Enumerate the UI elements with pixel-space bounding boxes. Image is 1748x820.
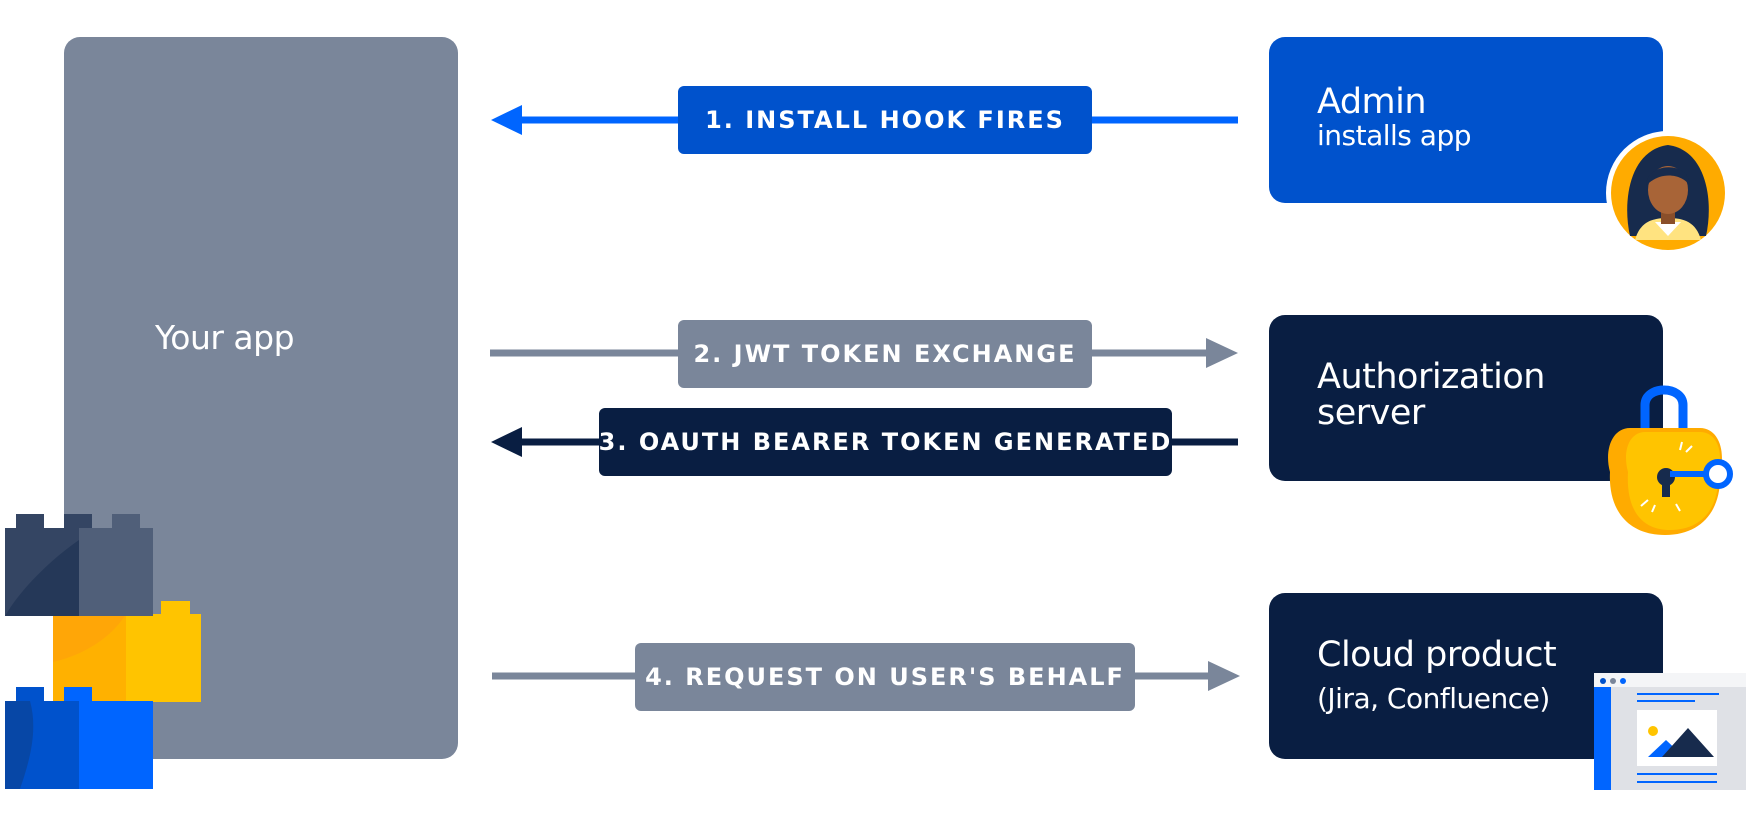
authorization-server-node: Authorization server (1269, 315, 1663, 481)
cloud-title: Cloud product (1317, 635, 1557, 675)
admin-subtitle: installs app (1317, 119, 1472, 152)
auth-title-line1: Authorization (1317, 357, 1545, 397)
step-2-label: 2. JWT TOKEN EXCHANGE (678, 320, 1092, 388)
step-4-label: 4. REQUEST ON USER'S BEHALF (635, 643, 1135, 711)
auth-title-line2: server (1317, 393, 1425, 433)
your-app-label: Your app (155, 318, 295, 357)
admin-node: Admin installs app (1269, 37, 1663, 203)
step-3-label: 3. OAUTH BEARER TOKEN GENERATED (599, 408, 1172, 476)
admin-title: Admin (1317, 82, 1427, 122)
cloud-subtitle: (Jira, Confluence) (1317, 682, 1550, 715)
step-1-label: 1. INSTALL HOOK FIRES (678, 86, 1092, 154)
